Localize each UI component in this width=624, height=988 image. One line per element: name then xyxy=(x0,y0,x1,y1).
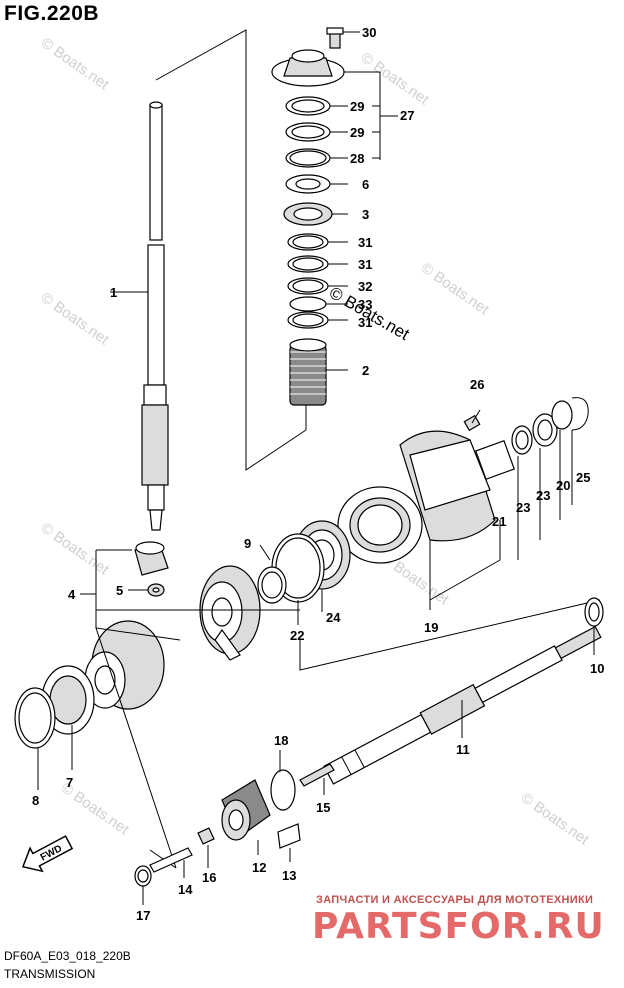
callout-12: 12 xyxy=(252,860,266,875)
callout-31c: 31 xyxy=(358,315,372,330)
watermark-4: © Boats.net xyxy=(418,259,493,318)
callout-17: 17 xyxy=(136,908,150,923)
callout-1: 1 xyxy=(110,285,117,300)
fwd-arrow-icon: FWD xyxy=(21,835,74,873)
callout-13: 13 xyxy=(282,868,296,883)
callout-7: 7 xyxy=(66,775,73,790)
callout-26: 26 xyxy=(470,377,484,392)
callout-27: 27 xyxy=(400,108,414,123)
brand-logo: PARTSFOR.RU xyxy=(312,906,605,947)
callout-9: 9 xyxy=(244,536,251,551)
driveshaft xyxy=(141,101,169,531)
callout-28: 28 xyxy=(350,151,364,166)
watermark-5: © Boats.net xyxy=(38,519,113,578)
callout-16: 16 xyxy=(202,870,216,885)
callout-29b: 29 xyxy=(350,125,364,140)
leader-shaft-group xyxy=(155,29,307,471)
svg-text:FWD: FWD xyxy=(39,843,64,863)
callout-8: 8 xyxy=(32,793,39,808)
bearing-housing xyxy=(337,397,589,564)
callout-30: 30 xyxy=(362,25,376,40)
watermark-8: © Boats.net xyxy=(518,789,593,848)
callout-10: 10 xyxy=(590,661,604,676)
callout-25: 25 xyxy=(576,470,590,485)
callout-14: 14 xyxy=(178,882,193,897)
bearing-24 xyxy=(257,520,351,604)
callout-33: 33 xyxy=(358,297,372,312)
right-group-leaders xyxy=(429,430,573,610)
callout-6: 6 xyxy=(362,177,369,192)
watermark-2: © Boats.net xyxy=(358,49,433,108)
watermark-3: © Boats.net xyxy=(38,289,113,348)
brand-subtitle: ЗАПЧАСТИ И АКСЕССУАРЫ ДЛЯ МОТОТЕХНИКИ xyxy=(316,894,594,906)
callout-31a: 31 xyxy=(358,235,372,250)
reverse-gear xyxy=(14,620,165,749)
callout-23b: 23 xyxy=(516,500,530,515)
callout-2: 2 xyxy=(362,363,369,378)
figure-caption: TRANSMISSION xyxy=(4,967,96,981)
callout-labels: 30 29 27 29 28 6 3 31 31 32 33 31 2 1 26… xyxy=(32,25,604,923)
watermark-1: © Boats.net xyxy=(38,34,113,93)
callout-24: 24 xyxy=(326,610,341,625)
callout-21: 21 xyxy=(492,514,506,529)
propeller-shaft xyxy=(323,625,602,785)
upper-stack xyxy=(271,27,345,406)
upper-stack-leaders xyxy=(110,31,398,371)
callout-18: 18 xyxy=(274,733,288,748)
callout-31b: 31 xyxy=(358,257,372,272)
figure-code: DF60A_E03_018_220B xyxy=(4,949,131,963)
callout-29a: 29 xyxy=(350,99,364,114)
callout-4: 4 xyxy=(68,587,76,602)
callout-22: 22 xyxy=(290,628,304,643)
callout-15: 15 xyxy=(316,800,330,815)
pinion-gear xyxy=(134,541,169,597)
callout-23a: 23 xyxy=(536,488,550,503)
forward-gear xyxy=(199,565,261,661)
clutch-leaders xyxy=(142,750,325,905)
callout-20: 20 xyxy=(556,478,570,493)
callout-32: 32 xyxy=(358,279,372,294)
callout-19: 19 xyxy=(424,620,438,635)
clutch-assembly xyxy=(134,763,335,887)
callout-11: 11 xyxy=(456,742,470,757)
figure-title: FIG.220B xyxy=(4,2,100,25)
callout-5: 5 xyxy=(116,583,123,598)
callout-3: 3 xyxy=(362,207,369,222)
